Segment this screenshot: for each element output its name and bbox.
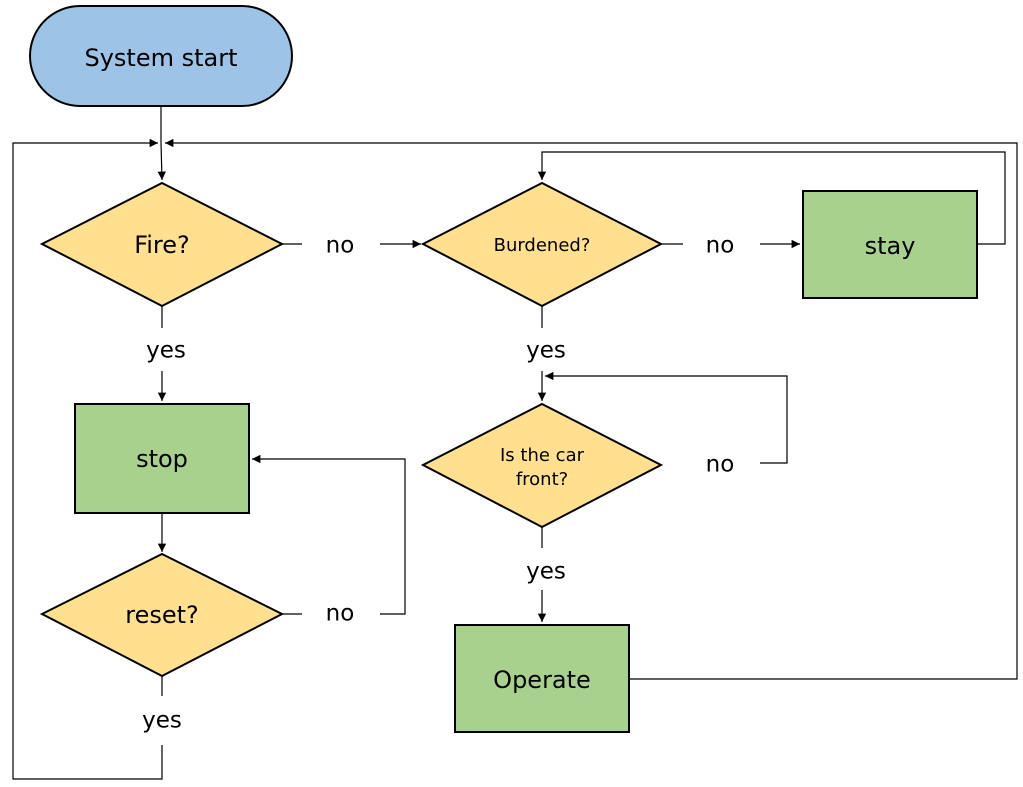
node-stay-label: stay [865,232,916,260]
edge-label-burdened-yes: yes [526,338,566,364]
node-fire-label: Fire? [134,231,190,259]
edge-car-no-loop [545,371,788,464]
node-fire-decision: Fire? [39,181,285,308]
node-car-front-label-line2: front? [516,469,568,490]
node-operate-label: Operate [493,666,591,694]
node-system-start-label: System start [84,44,237,72]
node-burdened-label: Burdened? [494,235,591,256]
node-stop-action: stop [74,403,250,514]
edge-start-to-fire [157,106,166,181]
edge-label-fire-no: no [326,233,355,259]
edge-label-burdened-no: no [706,233,735,259]
edge-reset-yes-loop-to-fire [12,138,163,780]
edge-operate-loop-to-fire [165,138,1018,680]
node-operate-action: Operate [454,624,630,733]
edge-label-reset-yes: yes [142,708,182,734]
node-system-start: System start [29,5,293,107]
edge-label-car-no: no [706,452,735,478]
edge-reset-no-to-stop [251,454,406,615]
edge-stay-loop-to-burdened [537,151,1006,245]
edge-label-fire-yes: yes [146,338,186,364]
node-burdened-decision: Burdened? [420,181,664,308]
node-car-front-decision: Is the car front? [420,402,664,529]
node-stay-action: stay [802,190,978,299]
edge-label-car-yes: yes [526,559,566,585]
node-reset-decision: reset? [39,552,285,678]
node-stop-label: stop [136,445,188,473]
edge-label-reset-no: no [326,601,355,627]
node-reset-label: reset? [125,601,199,629]
node-car-front-label-line1: Is the car [500,445,585,466]
